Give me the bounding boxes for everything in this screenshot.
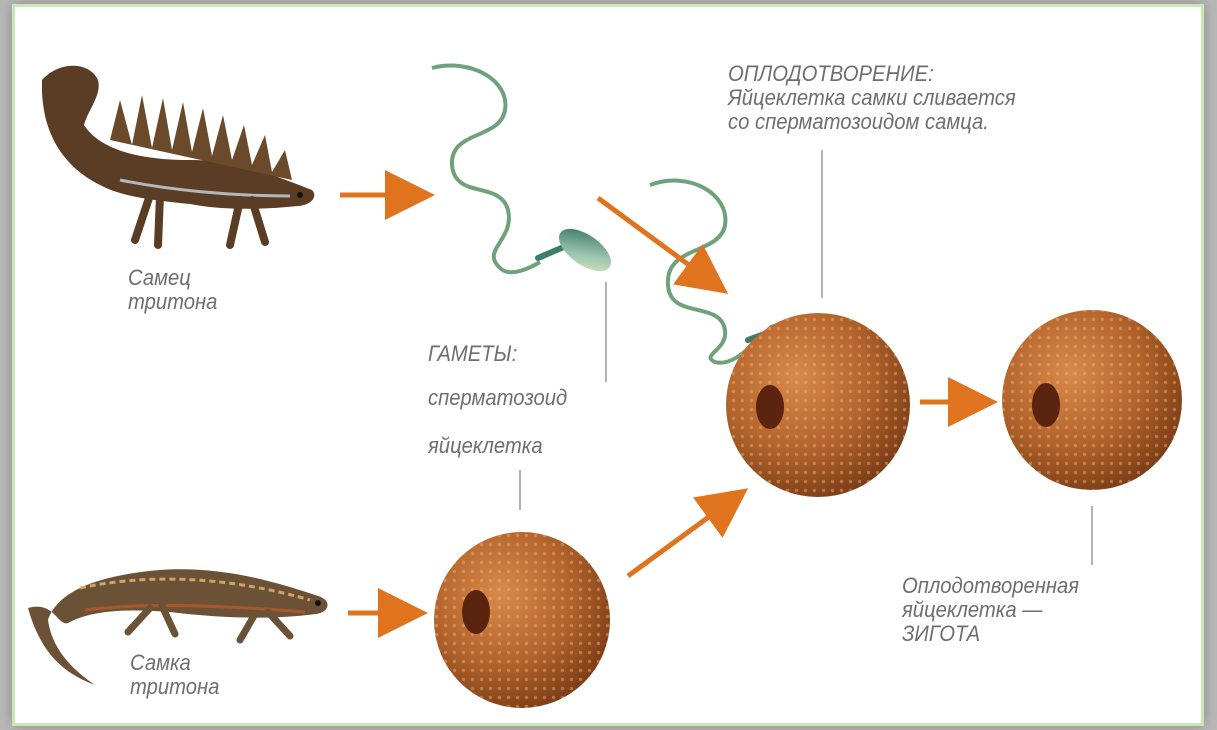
fertilization-desc-line2: со сперматозоидом самца. [728, 110, 1016, 134]
arrow-sperm-to-fertilization [598, 198, 712, 282]
male-newt-illustration [42, 66, 314, 245]
fertilization-label: ОПЛОДОТВОРЕНИЕ: Яйцеклетка самки сливает… [728, 62, 1016, 134]
zygote-label-line2: яйцеклетка — [902, 598, 1079, 622]
female-newt-label: Самка тритона [130, 651, 219, 699]
egg-cell-illustration [434, 532, 610, 708]
gamete-egg-label: яйцеклетка [428, 434, 543, 458]
fertilization-title: ОПЛОДОТВОРЕНИЕ: [728, 62, 1016, 86]
male-newt-label: Самец тритона [128, 266, 217, 314]
zygote-label: Оплодотворенная яйцеклетка — ЗИГОТА [902, 574, 1079, 646]
gametes-title: ГАМЕТЫ: [428, 342, 517, 366]
female-newt-label-line1: Самка [130, 651, 219, 675]
fertilization-desc-line1: Яйцеклетка самки сливается [728, 86, 1016, 110]
male-newt-label-line1: Самец [128, 266, 217, 290]
zygote-label-line1: Оплодотворенная [902, 574, 1079, 598]
arrow-egg-to-fertilization [628, 500, 732, 576]
male-newt-label-line2: тритона [128, 290, 217, 314]
gamete-sperm-label: сперматозоид [428, 386, 567, 410]
sperm-cell-illustration [432, 66, 618, 280]
fertilizing-egg-illustration [726, 313, 910, 497]
female-newt-label-line2: тритона [130, 675, 219, 699]
zygote-label-line3: ЗИГОТА [902, 622, 1079, 646]
zygote-illustration [1002, 310, 1182, 490]
